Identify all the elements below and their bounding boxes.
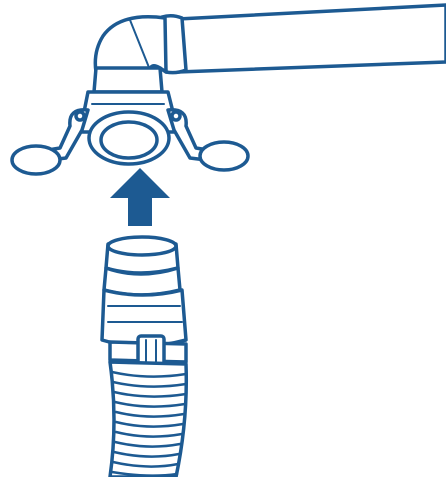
hose	[100, 235, 189, 477]
corrugation-ring	[111, 380, 188, 388]
hose-corrugations	[110, 370, 188, 477]
adapter-tip-rim	[106, 235, 178, 257]
corrugation-ring	[110, 470, 179, 477]
corrugation-ring	[112, 450, 181, 458]
corrugation-ring	[113, 440, 182, 448]
pipe	[93, 3, 446, 75]
hose-body	[108, 360, 189, 477]
coupler	[10, 66, 250, 176]
corrugation-ring	[114, 420, 185, 428]
elbow-seam	[129, 19, 151, 71]
pipe-elbow	[93, 15, 168, 74]
up-arrow-icon	[110, 168, 170, 226]
left-cam-pin	[74, 110, 86, 122]
corrugation-ring	[110, 370, 188, 378]
right-cam-pin	[170, 110, 182, 122]
pipe-body	[176, 3, 446, 74]
coupler-neck	[92, 66, 164, 94]
corrugation-ring	[114, 410, 186, 418]
corrugation-ring	[111, 460, 180, 468]
pipe-collar	[160, 13, 188, 75]
coupler-opening	[99, 120, 159, 160]
corrugation-ring	[114, 430, 184, 438]
right-pull-ring	[198, 140, 250, 172]
left-pull-ring	[10, 144, 62, 176]
corrugation-ring	[112, 390, 188, 398]
corrugation-ring	[113, 400, 187, 408]
